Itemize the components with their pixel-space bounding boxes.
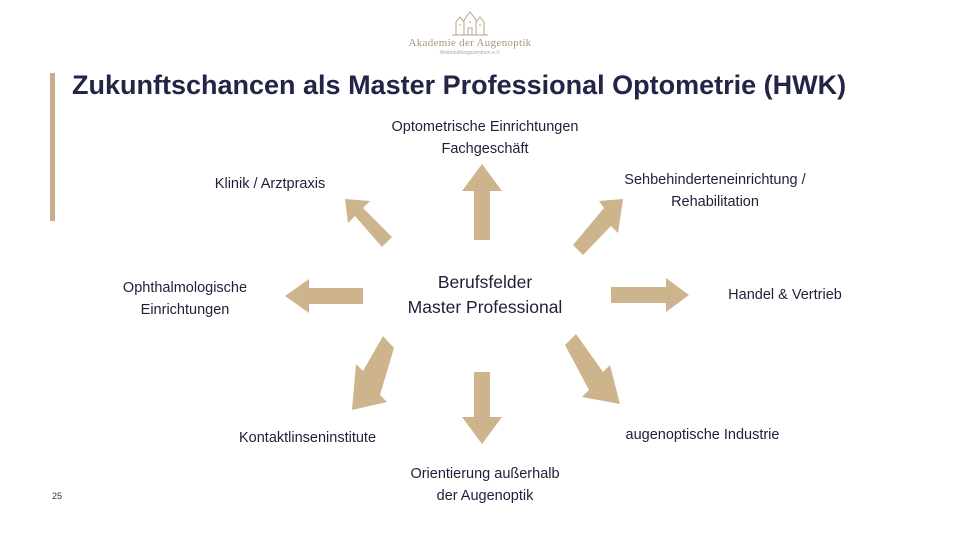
field-top-left: Klinik / Arztpraxis	[190, 173, 350, 195]
accent-bar	[50, 73, 55, 221]
page-number: 25	[52, 491, 63, 501]
center-line1: Berufsfelder	[437, 272, 533, 292]
field-top-right: Sehbehinderteneinrichtung / Rehabilitati…	[600, 169, 830, 213]
arrow-down	[462, 372, 502, 444]
field-left-line1: Ophthalmologische	[122, 280, 248, 296]
field-top-line1: Optometrische Einrichtungen	[391, 119, 579, 135]
field-top: Optometrische Einrichtungen Fachgeschäft	[365, 116, 605, 160]
field-left-line2: Einrichtungen	[140, 302, 230, 318]
arrow-up	[462, 164, 502, 240]
field-right: Handel & Vertrieb	[700, 284, 870, 306]
center-line2: Master Professional	[407, 297, 563, 317]
field-bottom-line1: Orientierung außerhalb	[410, 466, 560, 482]
field-bottom-right: augenoptische Industrie	[605, 424, 800, 446]
arrow-down-left	[352, 336, 394, 410]
page-title: Zukunftschancen als Master Professional …	[72, 70, 847, 100]
field-top-left-line1: Klinik / Arztpraxis	[214, 176, 326, 192]
building-logo-icon	[452, 11, 488, 36]
field-bottom-right-line1: augenoptische Industrie	[625, 427, 780, 443]
field-bottom-left: Kontaktlinseninstitute	[215, 427, 400, 449]
field-bottom-left-line1: Kontaktlinseninstitute	[238, 430, 377, 446]
arrow-left	[285, 279, 363, 313]
logo: Akademie der Augenoptik Weiterbildungsze…	[380, 10, 560, 60]
field-top-right-line2: Rehabilitation	[671, 194, 759, 210]
arrow-up-right	[573, 199, 623, 255]
arrow-down-right	[565, 334, 620, 404]
field-top-right-line1: Sehbehinderteneinrichtung /	[624, 172, 806, 188]
logo-name: Akademie der Augenoptik	[408, 37, 532, 49]
field-bottom: Orientierung außerhalb der Augenoptik	[380, 463, 590, 507]
field-top-line2: Fachgeschäft	[441, 141, 529, 157]
arrow-up-left	[345, 199, 392, 247]
logo-subtitle: Weiterbildungszentrum e.V.	[439, 50, 501, 56]
field-bottom-line2: der Augenoptik	[436, 488, 534, 504]
center-label: Berufsfelder Master Professional	[385, 270, 585, 320]
field-left: Ophthalmologische Einrichtungen	[100, 277, 270, 321]
field-right-line1: Handel & Vertrieb	[728, 287, 842, 303]
arrow-right	[611, 278, 689, 312]
